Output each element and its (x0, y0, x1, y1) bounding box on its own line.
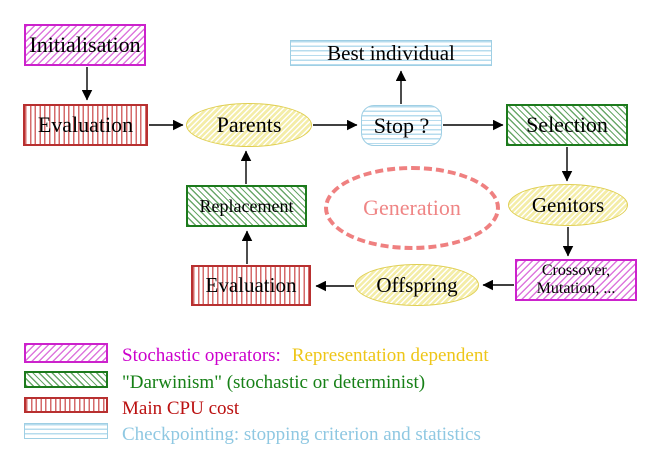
node-best-individual: Best individual (290, 40, 492, 66)
legend-swatch-stochastic-operators (24, 343, 108, 363)
node-evaluation-top: Evaluation (23, 104, 148, 146)
node-stop: Stop ? (361, 105, 442, 146)
legend-label-main-cpu-cost: Main CPU cost (122, 398, 239, 420)
node-generation-label: Generation (363, 195, 461, 220)
node-evaluation-bottom: Evaluation (191, 265, 311, 306)
legend-text-stochastic-operators: Stochastic operators: (122, 345, 281, 366)
legend-label-darwinism: "Darwinism" (stochastic or determinist) (122, 372, 425, 394)
node-crossover-mutation: Crossover, Mutation, ... (515, 259, 637, 301)
node-evaluation-bottom-label: Evaluation (205, 273, 297, 297)
node-initialisation-label: Initialisation (29, 32, 141, 57)
node-selection-label: Selection (526, 112, 608, 137)
node-replacement: Replacement (186, 185, 307, 227)
node-offspring-label: Offspring (376, 272, 458, 297)
node-parents: Parents (186, 103, 312, 147)
node-generation: Generation (324, 166, 500, 250)
legend-text-representation-dependent: Representation dependent (291, 345, 489, 366)
node-evaluation-top-label: Evaluation (37, 112, 134, 137)
legend-swatch-main-cpu-cost (24, 397, 108, 413)
legend-text-checkpointing: Checkpointing: stopping criterion and st… (122, 424, 481, 445)
legend-text-darwinism: "Darwinism" (stochastic or determinist) (122, 372, 426, 393)
node-crossover-line1: Crossover, (541, 262, 611, 279)
legend-text-main-cpu-cost: Main CPU cost (122, 398, 240, 419)
node-initialisation: Initialisation (24, 24, 146, 66)
node-crossover-line2: Mutation, ... (536, 280, 616, 297)
node-genitors-label: Genitors (531, 192, 605, 217)
node-best-individual-label: Best individual (327, 40, 455, 65)
node-selection: Selection (506, 104, 628, 146)
node-replacement-label: Replacement (199, 195, 294, 216)
legend-swatch-darwinism (24, 371, 108, 388)
node-parents-label: Parents (216, 112, 282, 137)
legend-label-checkpointing: Checkpointing: stopping criterion and st… (122, 424, 481, 446)
node-genitors: Genitors (508, 184, 628, 226)
node-stop-label: Stop ? (373, 112, 430, 138)
node-offspring: Offspring (355, 264, 479, 306)
legend-swatch-checkpointing (24, 423, 108, 439)
legend-label-stochastic-operators: Stochastic operators: Representation depe… (122, 345, 489, 367)
